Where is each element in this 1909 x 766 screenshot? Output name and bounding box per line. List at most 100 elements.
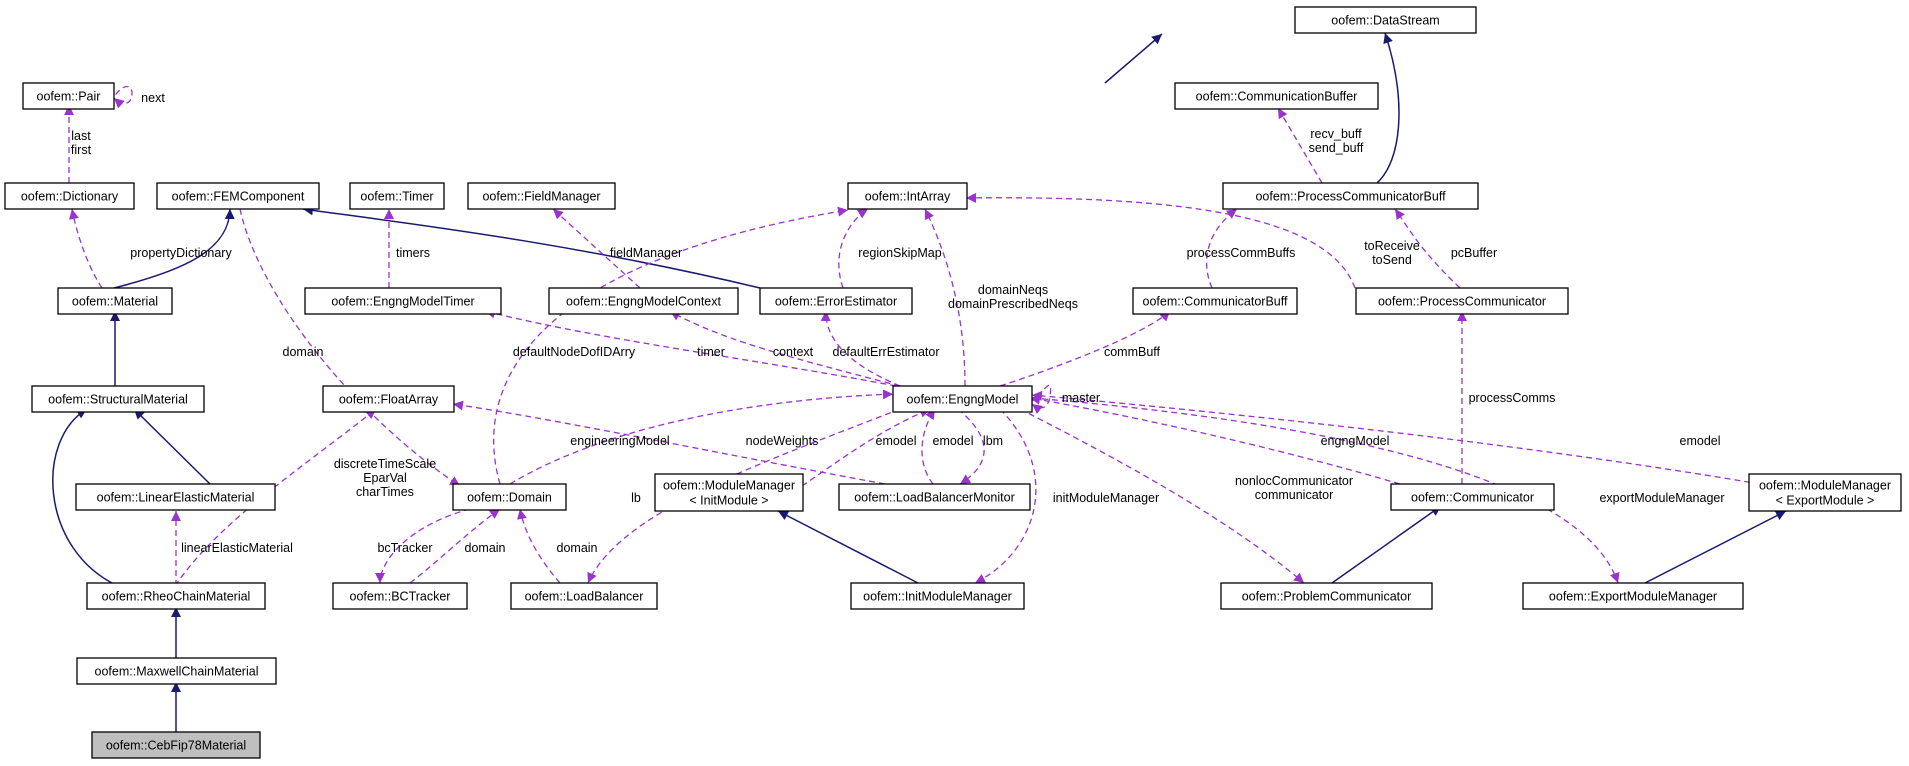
class-node-box [452, 483, 567, 511]
class-node-lbmonitor[interactable]: oofem::LoadBalancerMonitor [838, 483, 1031, 511]
class-node-femcomponent[interactable]: oofem::FEMComponent [156, 182, 320, 210]
edge-label-recvsend: recv_buff [1310, 127, 1362, 141]
edge-mmexport-engngmodel [1031, 390, 1761, 485]
edge-label-emodel3: emodel [1680, 434, 1721, 448]
edge-label-engngmodel: engngModel [1321, 434, 1390, 448]
class-node-structuralmaterial[interactable]: oofem::StructuralMaterial [31, 385, 205, 413]
class-node-label: oofem::ProcessCommunicator [1378, 295, 1546, 309]
edge-communicatorbuff-pcbuff [1205, 208, 1238, 289]
class-node-label: oofem::EngngModel [907, 393, 1019, 407]
class-node-label: < ExportModule > [1776, 494, 1875, 508]
edge-problemcomm-communicator [1331, 505, 1442, 584]
class-node-cebfip[interactable]: oofem::CebFip78Material [91, 731, 261, 759]
class-node-label: oofem::IntArray [865, 190, 951, 204]
edge-label-pcbuffer: pcBuffer [1451, 246, 1497, 260]
class-node-label: oofem::FloatArray [339, 393, 439, 407]
class-node-loadbalancer[interactable]: oofem::LoadBalancer [510, 582, 658, 610]
class-node-box [86, 582, 266, 610]
edge-domain-engngmodel [509, 389, 894, 485]
class-node-floatarray[interactable]: oofem::FloatArray [322, 385, 455, 413]
class-node-box [1222, 182, 1479, 210]
class-node-dictionary[interactable]: oofem::Dictionary [4, 182, 135, 210]
inheritance-edges [52, 32, 1787, 732]
class-node-box [1220, 582, 1433, 610]
class-node-label: oofem::ExportModuleManager [1549, 590, 1717, 604]
class-node-fieldmanager[interactable]: oofem::FieldManager [467, 182, 616, 210]
edge-engngmodel-master [1029, 384, 1052, 414]
class-node-box [156, 182, 320, 210]
class-node-pair[interactable]: oofem::Pair [22, 82, 115, 110]
class-node-label: oofem::Domain [467, 491, 552, 505]
class-node-label: < InitModule > [689, 494, 768, 508]
class-node-engngmodel[interactable]: oofem::EngngModel [892, 385, 1033, 413]
class-node-pcbuff[interactable]: oofem::ProcessCommunicatorBuff [1222, 182, 1479, 210]
class-node-bctracker[interactable]: oofem::BCTracker [332, 582, 468, 610]
class-node-timer[interactable]: oofem::Timer [349, 182, 445, 210]
class-node-intarray[interactable]: oofem::IntArray [847, 182, 968, 210]
edge-processcommunicator-pcbuff [1394, 208, 1461, 289]
class-node-maxwellchain[interactable]: oofem::MaxwellChainMaterial [76, 657, 277, 685]
class-node-communicator[interactable]: oofem::Communicator [1390, 483, 1555, 511]
class-node-label: oofem::ModuleManager [1759, 479, 1891, 493]
class-node-exportmodulemanager[interactable]: oofem::ExportModuleManager [1522, 582, 1744, 610]
class-node-label: oofem::RheoChainMaterial [102, 590, 251, 604]
edge-label-regionskipmap: regionSkipMap [858, 246, 941, 260]
class-node-box [91, 731, 261, 759]
edge-label-master: master [1062, 391, 1100, 405]
class-node-rheochain[interactable]: oofem::RheoChainMaterial [86, 582, 266, 610]
class-node-communicatorbuff[interactable]: oofem::CommunicatorBuff [1132, 287, 1298, 315]
edge-label-nodeweights: nodeWeights [746, 434, 819, 448]
class-node-label: oofem::ErrorEstimator [775, 295, 897, 309]
class-node-datastream[interactable]: oofem::DataStream [1294, 6, 1477, 34]
class-node-initmodulemanager[interactable]: oofem::InitModuleManager [850, 582, 1025, 610]
edge-engngmodel-intarray-neqs [924, 208, 966, 387]
class-node-box [31, 385, 205, 413]
edge-engngmodel-initmodulemanager [974, 408, 1037, 584]
edge-label-context: context [773, 345, 814, 359]
edge-engngmodel-commbuff [999, 310, 1171, 387]
class-node-label: oofem::MaxwellChainMaterial [95, 665, 259, 679]
edge-label-nonloccomm: nonlocCommunicator [1235, 474, 1353, 488]
class-node-label: oofem::Pair [37, 90, 101, 104]
class-node-material[interactable]: oofem::Material [57, 287, 173, 315]
class-node-engngmodelcontext[interactable]: oofem::EngngModelContext [548, 287, 739, 315]
class-node-mmexport[interactable]: oofem::ModuleManager< ExportModule > [1748, 473, 1902, 512]
class-node-box [892, 385, 1033, 413]
edge-domain-intarray [493, 206, 849, 485]
class-node-label: oofem::LoadBalancer [525, 590, 644, 604]
class-node-commbuffer[interactable]: oofem::CommunicationBuffer [1174, 82, 1379, 110]
class-node-box [4, 182, 135, 210]
class-node-mminit[interactable]: oofem::ModuleManager< InitModule > [654, 473, 804, 512]
edge-label-linearelasticmaterial: linearElasticMaterial [181, 541, 293, 555]
class-node-box [1390, 483, 1555, 511]
class-node-box [57, 287, 173, 315]
edge-mminit-engngmodel [801, 408, 931, 487]
class-node-label: oofem::ProblemCommunicator [1242, 590, 1412, 604]
edge-domain-bctracker [375, 508, 471, 584]
class-node-processcommunicator[interactable]: oofem::ProcessCommunicator [1355, 287, 1569, 315]
class-node-box [332, 582, 468, 610]
class-node-engngmodeltimer[interactable]: oofem::EngngModelTimer [304, 287, 502, 315]
class-node-domain[interactable]: oofem::Domain [452, 483, 567, 511]
class-node-problemcommunicator[interactable]: oofem::ProblemCommunicator [1220, 582, 1433, 610]
edge-communicator-engngmodel [1029, 394, 1401, 485]
class-node-errorestimator[interactable]: oofem::ErrorEstimator [759, 287, 913, 315]
class-node-label: oofem::Timer [360, 190, 433, 204]
class-node-box [654, 473, 804, 512]
edge-label-lastfirst: last [71, 129, 91, 143]
class-node-box [76, 657, 277, 685]
class-node-label: oofem::BCTracker [350, 590, 451, 604]
class-node-linearelastic[interactable]: oofem::LinearElasticMaterial [75, 483, 276, 511]
class-node-box [22, 82, 115, 110]
class-node-box [1522, 582, 1744, 610]
edge-material-femcomponent [113, 208, 235, 289]
edge-label-recvsend: send_buff [1309, 141, 1364, 155]
class-node-box [847, 182, 968, 210]
edge-label-discretetimescale: discreteTimeScale [334, 457, 436, 471]
edge-label-lb: lb [631, 491, 641, 505]
edge-errorestimator-femcomponent [302, 205, 761, 289]
edge-label-engineeringmodel: engineeringModel [570, 434, 669, 448]
class-node-label: oofem::EngngModelTimer [331, 295, 474, 309]
